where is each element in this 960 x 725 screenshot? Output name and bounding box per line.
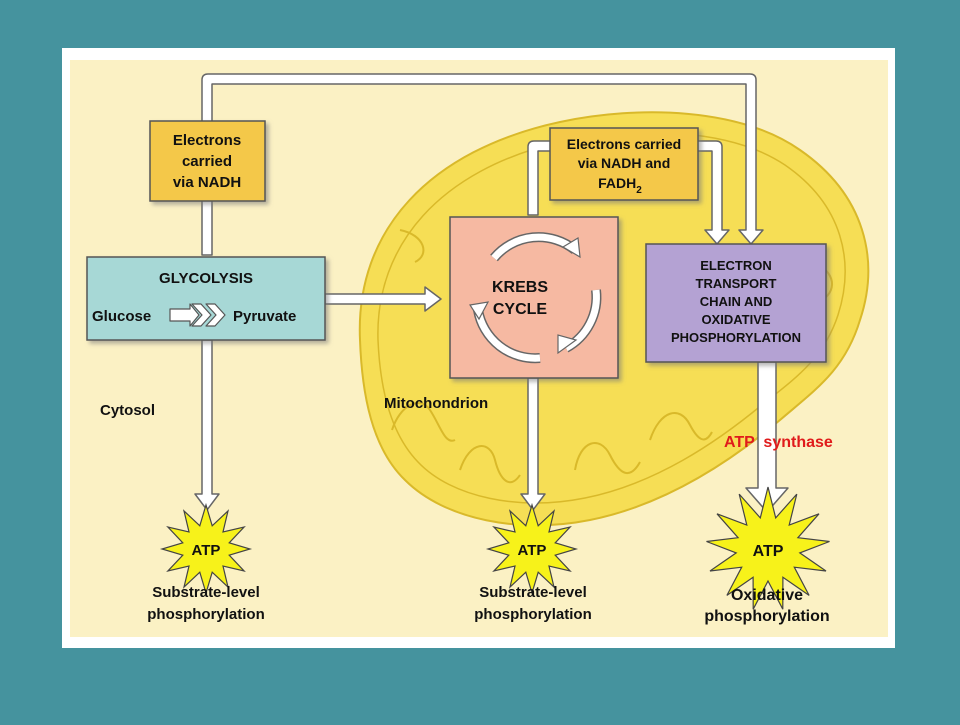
electrons-nadh-line2: carried bbox=[182, 153, 232, 170]
glycolysis-title: GLYCOLYSIS bbox=[159, 270, 253, 287]
atp-burst-right: ATP bbox=[706, 486, 830, 610]
electrons-nadh-fadh2-box: Electrons carried via NADH and FADH2 bbox=[549, 127, 699, 201]
output-middle-line2: phosphorylation bbox=[474, 606, 592, 623]
electrons-fadh2-line3: FADH2 bbox=[598, 175, 642, 196]
etc-line1: ELECTRON bbox=[700, 258, 772, 273]
cytosol-label: Cytosol bbox=[100, 402, 155, 419]
etc-line3: CHAIN AND bbox=[700, 294, 772, 309]
etc-line2: TRANSPORT bbox=[696, 276, 777, 291]
krebs-line2: CYCLE bbox=[493, 301, 548, 318]
cycle-arrows-icon bbox=[469, 232, 602, 364]
arrow-krebs-to-atp bbox=[520, 377, 546, 511]
output-right-line2: phosphorylation bbox=[704, 608, 829, 625]
electrons-nadh-line3: via NADH bbox=[173, 174, 241, 191]
arrow-krebs-nadh-fadh2-to-etc bbox=[527, 140, 730, 245]
etc-line5: PHOSPHORYLATION bbox=[671, 330, 801, 345]
output-middle-line1: Substrate-level bbox=[479, 584, 587, 601]
atp-synthase-label: ATP synthase bbox=[724, 434, 833, 451]
output-right-line1: Oxidative bbox=[731, 587, 803, 604]
atp-burst-middle: ATP bbox=[485, 502, 579, 596]
electron-transport-chain-box: ELECTRON TRANSPORT CHAIN AND OXIDATIVE P… bbox=[645, 243, 827, 363]
electrons-fadh2-line2: via NADH and bbox=[578, 155, 671, 171]
output-left-line1: Substrate-level bbox=[152, 584, 260, 601]
mitochondrion-label: Mitochondrion bbox=[384, 395, 488, 412]
pyruvate-label: Pyruvate bbox=[233, 308, 296, 325]
electrons-nadh-box: Electrons carried via NADH bbox=[149, 120, 266, 202]
atp-label-left: ATP bbox=[192, 542, 221, 559]
krebs-cycle-box: KREBS CYCLE bbox=[449, 216, 619, 379]
fadh-text: FADH bbox=[598, 175, 636, 191]
krebs-line1: KREBS bbox=[492, 279, 548, 296]
arrow-pyruvate-to-krebs bbox=[324, 286, 442, 312]
etc-line4: OXIDATIVE bbox=[701, 312, 770, 327]
electrons-fadh2-line1: Electrons carried bbox=[567, 136, 681, 152]
arrow-etc-to-atp-synthase bbox=[745, 361, 789, 513]
arrow-glycolysis-to-atp bbox=[194, 339, 220, 511]
arrow-nadh-to-etc bbox=[201, 73, 764, 256]
glycolysis-box: GLYCOLYSIS Glucose Pyruvate bbox=[86, 256, 326, 341]
atp-label-right: ATP bbox=[753, 543, 784, 560]
atp-label-middle: ATP bbox=[518, 542, 547, 559]
chevron-arrows-icon bbox=[169, 303, 226, 327]
atp-burst-left: ATP bbox=[159, 502, 253, 596]
electrons-nadh-line1: Electrons bbox=[173, 132, 241, 149]
fadh-subscript: 2 bbox=[636, 185, 642, 196]
output-left-line2: phosphorylation bbox=[147, 606, 265, 623]
glucose-label: Glucose bbox=[92, 308, 151, 325]
